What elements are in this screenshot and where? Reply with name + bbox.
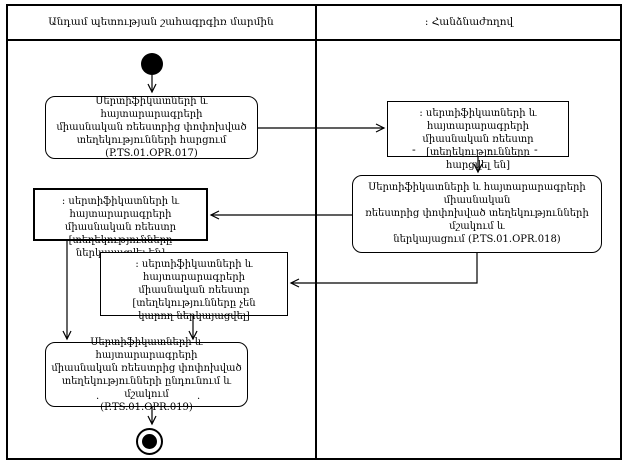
activity-request-017: Սերտիֆիկատների և հայտարարագրերի միասնակա… (45, 96, 258, 159)
swimlane-header-member-state: Անդամ պետության շահագրգիռ մարմին (48, 15, 274, 28)
activity-receive-019: Սերտիֆիկատների և հայտարարագրերի միասնակա… (45, 337, 248, 413)
final-node (136, 428, 163, 455)
activity-request-017-label: Սերտիֆիկատների և հայտարարագրերի միասնակա… (56, 96, 247, 159)
activity-receive-019-label: Սերտիֆիկատների և հայտարարագրերի միասնակա… (51, 336, 242, 413)
object-registry-presented-label: : սերտիֆիկատների և հայտարարագրերի միասնա… (61, 196, 180, 259)
initial-node (141, 53, 163, 75)
swimlane-divider (315, 4, 317, 460)
object-queried-dashes: - - - (412, 143, 538, 156)
object-registry-not-presented-label: : սերտիֆիկատների և հայտարարագրերի միասնա… (132, 259, 256, 322)
object-registry-queried-label: : սերտիֆիկատների և հայտարարագրերի միասնա… (419, 108, 537, 171)
activity-process-018-label: Սերտիֆիկատների և հայտարարագրերի միասնակա… (365, 182, 589, 245)
object-registry-queried: : սերտիֆիկատների և հայտարարագրերի միասնա… (387, 101, 569, 171)
diagram-border (6, 4, 622, 460)
object-registry-not-presented: : սերտիֆիկատների և հայտարարագրերի միասնա… (100, 252, 288, 322)
swimlane-header-commission: : Հանձնաժողով (424, 15, 514, 28)
final-node-core (142, 434, 157, 449)
activity-process-018: Սերտիֆիկատների և հայտարարագրերի միասնակա… (352, 175, 602, 253)
activity-019-dots: . . (96, 391, 201, 402)
header-separator (6, 39, 622, 41)
object-registry-presented: : սերտիֆիկատների և հայտարարագրերի միասնա… (33, 188, 208, 259)
